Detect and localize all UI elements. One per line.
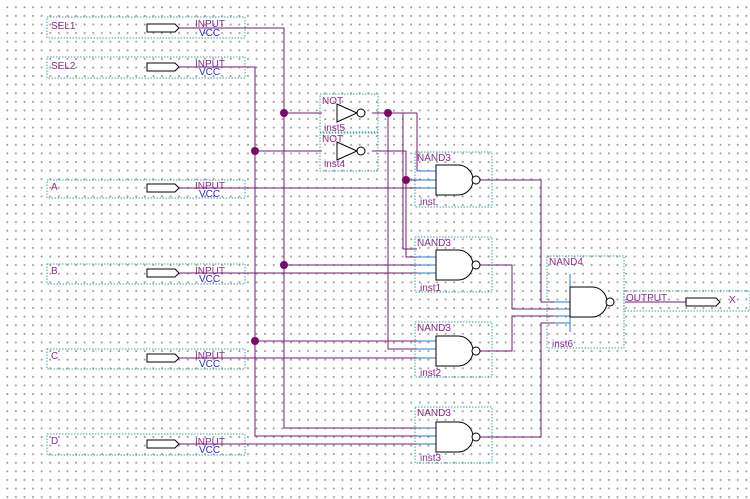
input-pin-sel1[interactable]: SEL1 INPUT VCC <box>46 16 246 39</box>
nand3-gate-inst1[interactable]: NAND3 inst1 <box>414 236 493 294</box>
input-type-label: INPUT <box>195 59 225 70</box>
input-pin-sel2[interactable]: SEL2 INPUT VCC <box>46 56 246 79</box>
input-pin-d[interactable]: D INPUT VCC <box>46 433 246 456</box>
nand3-gate-inst2[interactable]: NAND3 inst2 <box>414 321 493 379</box>
output-pin-x[interactable]: OUTPUT X <box>623 290 750 312</box>
junction-dot <box>280 109 288 117</box>
not-gate-inst4[interactable]: NOT inst4 <box>319 132 379 172</box>
junction-dot <box>384 109 392 117</box>
gate-instance-label: inst6 <box>552 339 574 350</box>
output-name: X <box>729 295 736 306</box>
junctions <box>251 109 410 345</box>
input-name: B <box>51 266 58 277</box>
gate-instance-label: inst <box>420 197 436 208</box>
gate-instance-label: inst5 <box>324 123 346 134</box>
input-default-label: VCC <box>199 274 220 285</box>
gate-type-label: NAND3 <box>417 153 451 164</box>
gate-type-label: NAND4 <box>549 257 583 268</box>
gate-instance-label: inst3 <box>420 453 442 464</box>
input-default-label: VCC <box>199 67 220 78</box>
gate-type-label: NOT <box>322 96 343 107</box>
nand4-gate-inst6[interactable]: NAND4 inst6 <box>546 255 625 350</box>
input-name: SEL2 <box>51 61 76 72</box>
input-name: D <box>51 436 58 447</box>
junction-dot <box>402 176 410 184</box>
junction-dot <box>251 337 259 345</box>
output-type-label: OUTPUT <box>626 293 667 304</box>
input-default-label: VCC <box>199 189 220 200</box>
gate-type-label: NOT <box>322 134 343 145</box>
input-type-label: INPUT <box>195 266 225 277</box>
input-pin-c[interactable]: C INPUT VCC <box>46 348 246 370</box>
input-name: SEL1 <box>51 21 76 32</box>
not-gate-inst5[interactable]: NOT inst5 <box>319 93 379 134</box>
junction-dot <box>251 147 259 155</box>
gate-type-label: NAND3 <box>417 238 451 249</box>
input-name: A <box>51 182 58 193</box>
gate-type-label: NAND3 <box>417 323 451 334</box>
input-default-label: VCC <box>199 28 220 39</box>
input-type-label: INPUT <box>195 351 225 362</box>
gate-instance-label: inst2 <box>420 368 442 379</box>
gate-instance-label: inst4 <box>324 159 346 170</box>
input-default-label: VCC <box>199 359 220 370</box>
nand3-gate-inst3[interactable]: NAND3 inst3 <box>414 406 493 464</box>
input-type-label: INPUT <box>195 19 225 30</box>
input-type-label: INPUT <box>195 181 225 192</box>
junction-dot <box>280 261 288 269</box>
gate-type-label: NAND3 <box>417 408 451 419</box>
input-name: C <box>51 351 58 362</box>
input-type-label: INPUT <box>195 437 225 448</box>
nand3-gate-inst[interactable]: NAND3 inst <box>414 151 493 208</box>
input-default-label: VCC <box>199 445 220 456</box>
wires <box>179 27 686 445</box>
input-pin-b[interactable]: B INPUT VCC <box>46 263 246 285</box>
input-pin-a[interactable]: A INPUT VCC <box>46 179 246 200</box>
gate-instance-label: inst1 <box>420 283 442 294</box>
